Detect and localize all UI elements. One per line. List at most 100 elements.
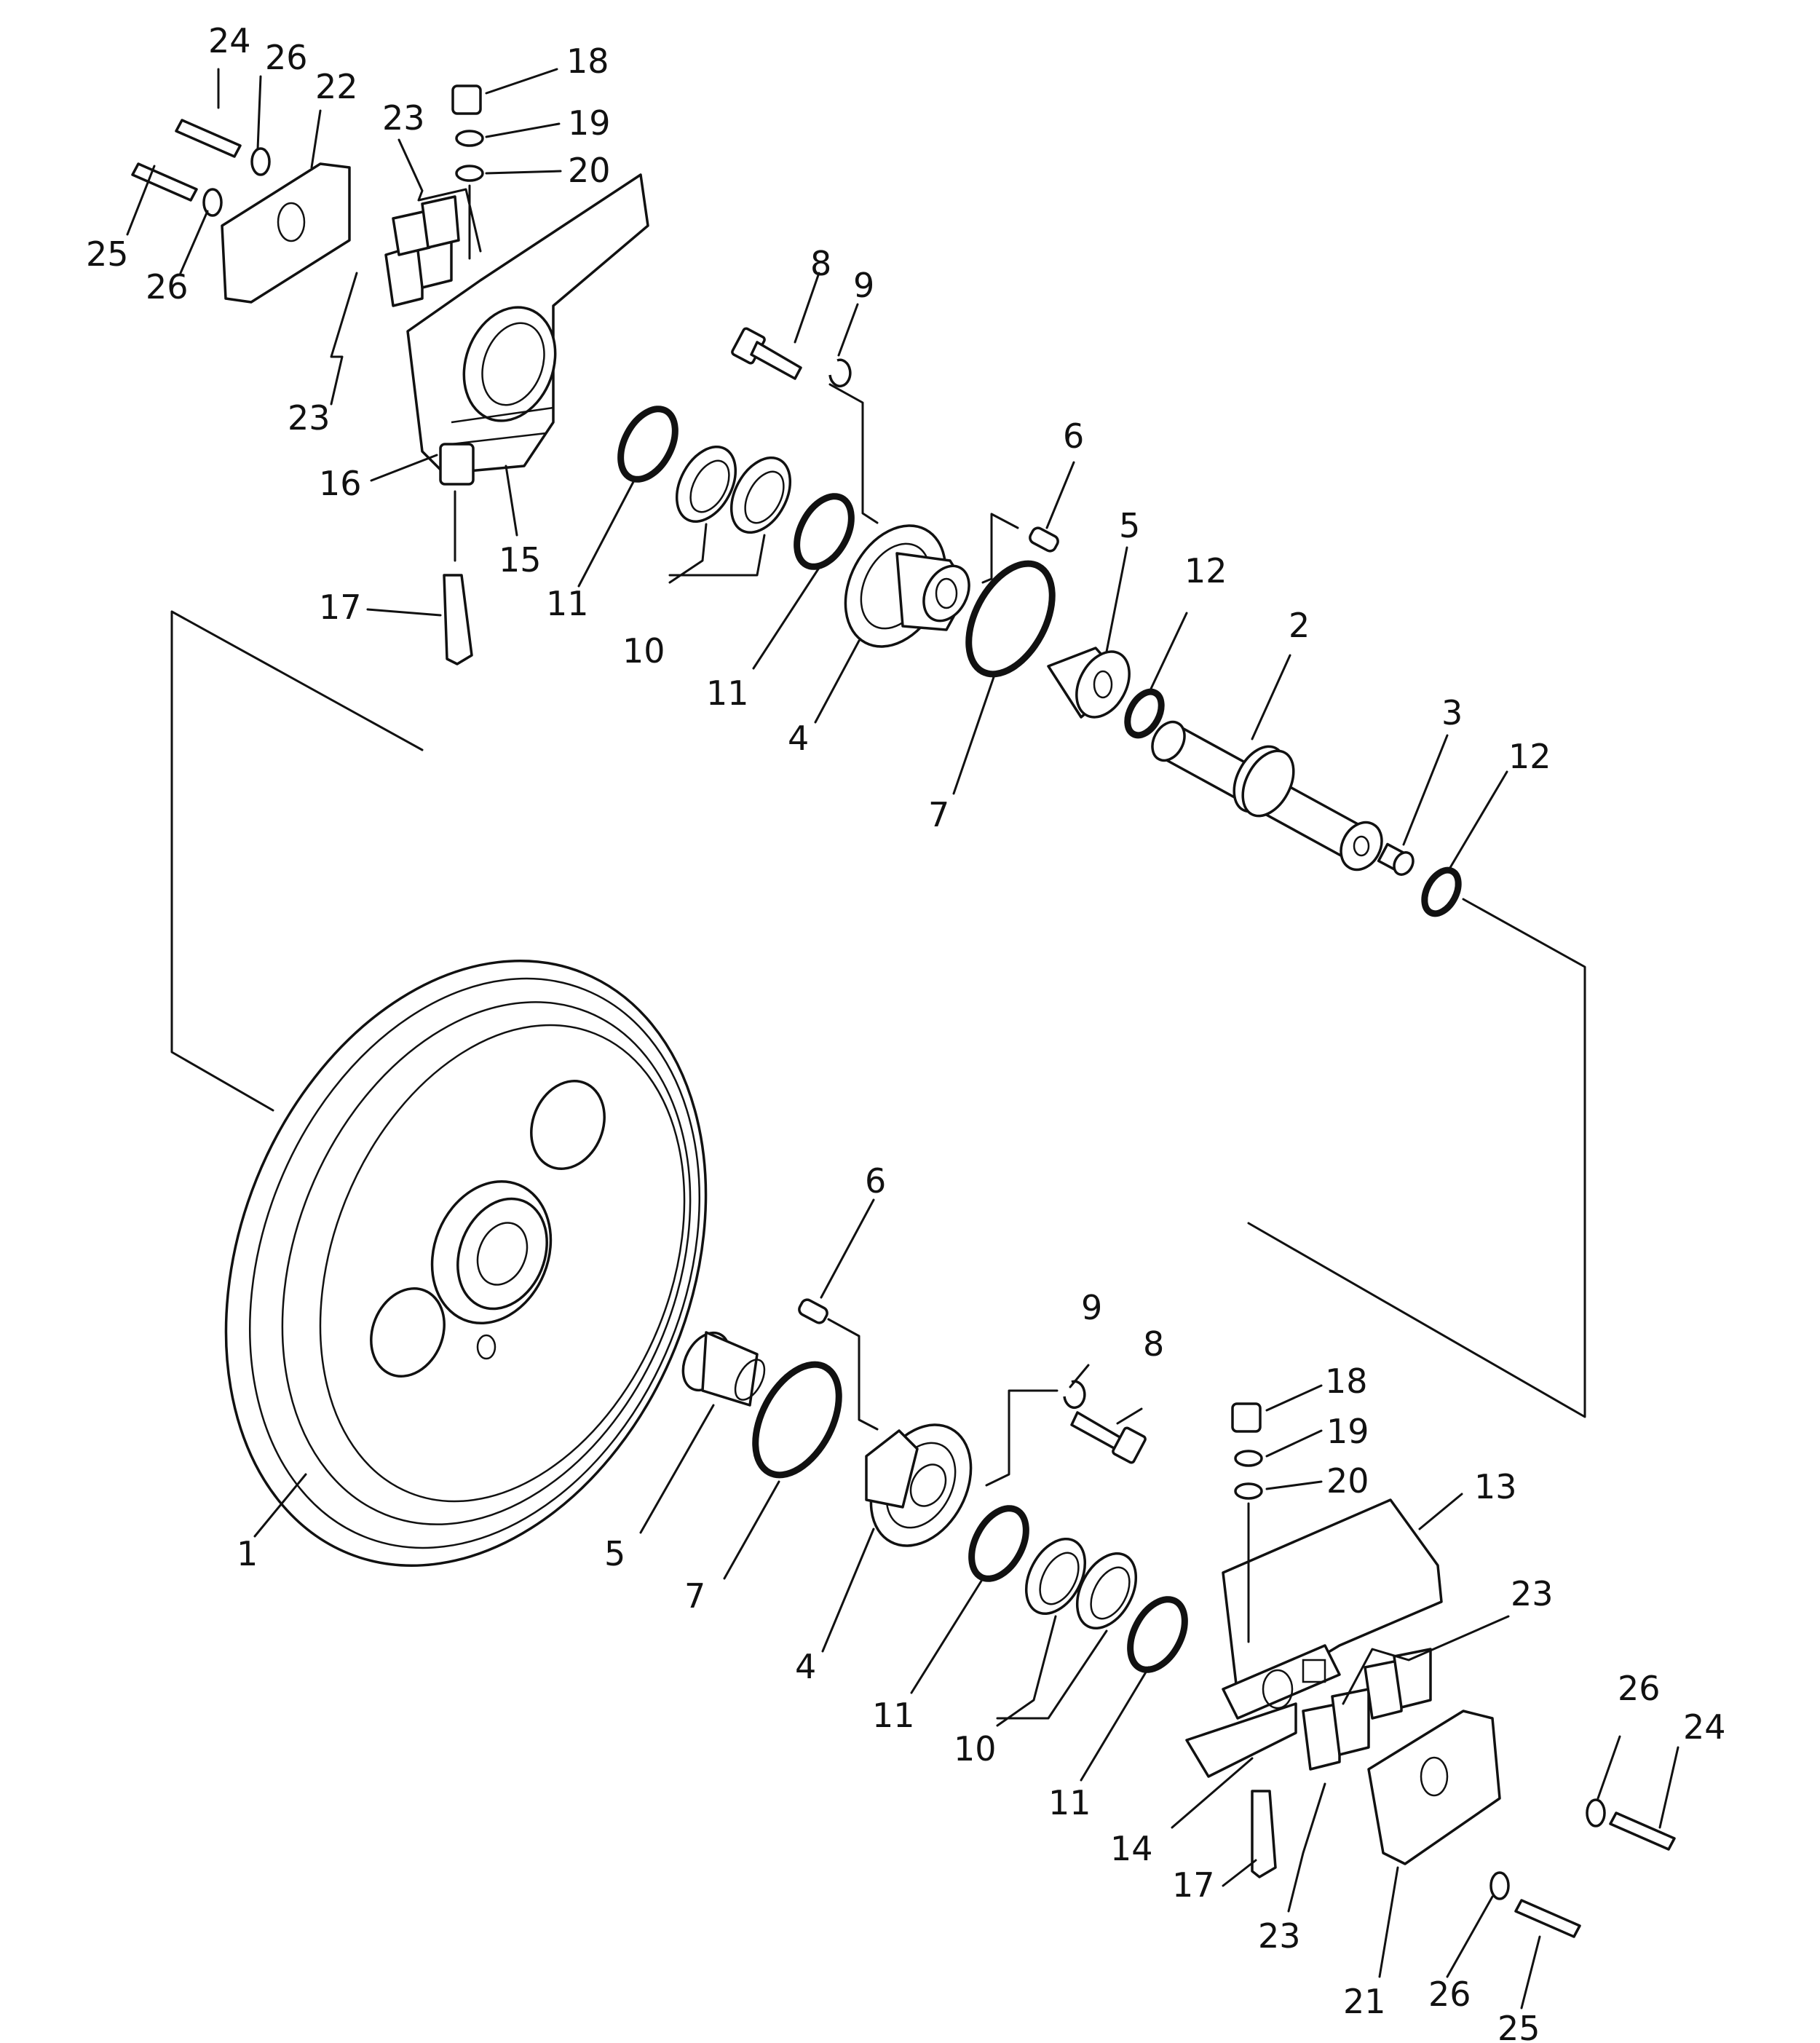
callout-8-upper: 8: [810, 244, 831, 283]
callout-6-upper: 6: [1063, 416, 1084, 456]
callout-12-upper: 12: [1184, 551, 1227, 590]
callout-1: 1: [237, 1534, 258, 1573]
shims-upper-b: [392, 195, 460, 256]
washer-19-upper: [455, 130, 484, 147]
callout-19-upper: 19: [568, 103, 611, 143]
floating-seal-lower: [1024, 1537, 1138, 1630]
support-lower: [1222, 1498, 1443, 1720]
callout-3: 3: [1441, 693, 1463, 732]
callout-11-lower-a: 11: [872, 1696, 915, 1735]
callout-12-right: 12: [1508, 737, 1551, 776]
callout-6-lower: 6: [865, 1161, 886, 1201]
o-ring-lower-b: [1127, 1596, 1188, 1673]
floating-seal-upper: [675, 445, 792, 534]
o-ring-upper-a: [617, 406, 678, 483]
callout-18-upper: 18: [566, 42, 609, 81]
assembly-line-left: [170, 610, 424, 1112]
callout-26-upper-b: 26: [146, 267, 189, 307]
plug: [1377, 842, 1415, 876]
callout-2: 2: [1289, 606, 1310, 645]
plate-upper: [221, 162, 351, 304]
callout-20-lower: 20: [1326, 1461, 1369, 1501]
support-upper: [406, 173, 649, 486]
callout-16: 16: [319, 464, 362, 503]
bolt-upper: [731, 327, 802, 380]
bolt-24-lower: [1609, 1811, 1676, 1851]
callout-4-upper: 4: [788, 719, 809, 758]
callout-11-lower-b: 11: [1048, 1783, 1091, 1822]
washer-26-lower-a: [1586, 1798, 1606, 1827]
callout-7-lower: 7: [684, 1576, 705, 1616]
callout-11-upper-a: 11: [546, 584, 589, 623]
callout-24-lower: 24: [1683, 1707, 1726, 1747]
nut-upper: [451, 84, 482, 115]
shims-lower-a: [1302, 1688, 1370, 1771]
callout-20-upper: 20: [568, 151, 611, 190]
callout-labels: 1 2 3 4 4 5 5 6 6 7 7 8 8 9 9 10 10 11 1…: [86, 21, 1726, 2043]
o-ring-lower-a: [968, 1505, 1029, 1582]
callout-17-lower: 17: [1172, 1865, 1215, 1905]
assembly-line-upper-pin: [981, 513, 1019, 584]
bushing-lower: [681, 1331, 766, 1407]
washer-26-upper-b: [202, 188, 223, 217]
callout-26-lower-a: 26: [1618, 1669, 1661, 1708]
callout-18-lower: 18: [1325, 1362, 1368, 1401]
callout-9-upper: 9: [853, 266, 874, 305]
callout-26-lower-b: 26: [1428, 1975, 1471, 2014]
dowel-pin-lower: [798, 1298, 828, 1324]
pin-lower: [1251, 1790, 1277, 1878]
callout-25-upper: 25: [86, 234, 129, 274]
callout-25-lower: 25: [1497, 2009, 1540, 2043]
idler-wheel: [224, 959, 708, 1568]
shaft: [1151, 720, 1383, 872]
callout-17-upper: 17: [319, 588, 362, 627]
callout-23-lower-b: 23: [1258, 1916, 1301, 1956]
bolt-25-lower: [1514, 1899, 1581, 1938]
callout-19-lower: 19: [1326, 1412, 1369, 1451]
callout-4-lower: 4: [795, 1647, 816, 1686]
nut-lower: [1231, 1402, 1262, 1433]
o-ring-upper-b: [794, 493, 855, 570]
callout-26-upper-a: 26: [265, 38, 308, 77]
callout-5-upper: 5: [1119, 506, 1140, 545]
o-ring-shaft-a: [1124, 688, 1165, 739]
callout-9-lower: 9: [1081, 1288, 1102, 1327]
washer-19-lower: [1234, 1450, 1263, 1467]
callout-5-lower: 5: [604, 1534, 625, 1573]
callout-11-upper-b: 11: [706, 673, 749, 713]
callout-21: 21: [1343, 1982, 1386, 2021]
lock-washer-lower: [1063, 1380, 1086, 1410]
guard-plate: [1185, 1702, 1297, 1778]
plate-lower: [1367, 1710, 1501, 1865]
washer-26-upper-a: [250, 147, 271, 176]
hub-lower: [865, 1423, 973, 1547]
callout-15: 15: [499, 540, 542, 580]
washer-26-lower-b: [1489, 1871, 1510, 1900]
callout-7-upper: 7: [928, 795, 949, 834]
assembly-line-upper-bolt: [828, 383, 879, 524]
o-ring-shaft-b: [1421, 866, 1462, 917]
callout-23-lower-a: 23: [1511, 1574, 1554, 1613]
assembly-line-lower-pin: [827, 1318, 879, 1431]
callout-23-upper-a: 23: [382, 98, 425, 138]
hub-upper: [844, 524, 970, 648]
shims-lower-b: [1364, 1648, 1432, 1720]
callout-24-upper: 24: [208, 21, 251, 60]
callout-10-lower: 10: [954, 1729, 997, 1769]
callout-10-upper: 10: [622, 631, 665, 671]
o-ring-lower-large: [752, 1361, 842, 1479]
leader-lines: [126, 68, 1679, 2010]
assembly-line-right: [1247, 898, 1586, 1418]
bolt-24-upper: [175, 119, 242, 158]
callout-23-upper-b: 23: [288, 398, 331, 438]
callout-8-lower: 8: [1143, 1324, 1164, 1364]
callout-14: 14: [1110, 1829, 1153, 1868]
bolt-lower: [1070, 1411, 1147, 1464]
callout-13: 13: [1474, 1467, 1517, 1506]
dowel-pin-upper: [1029, 526, 1059, 553]
bushing-upper: [1047, 647, 1131, 719]
callout-22: 22: [315, 67, 358, 106]
bolt-25-upper: [131, 162, 198, 202]
o-ring-upper-large: [965, 560, 1056, 678]
